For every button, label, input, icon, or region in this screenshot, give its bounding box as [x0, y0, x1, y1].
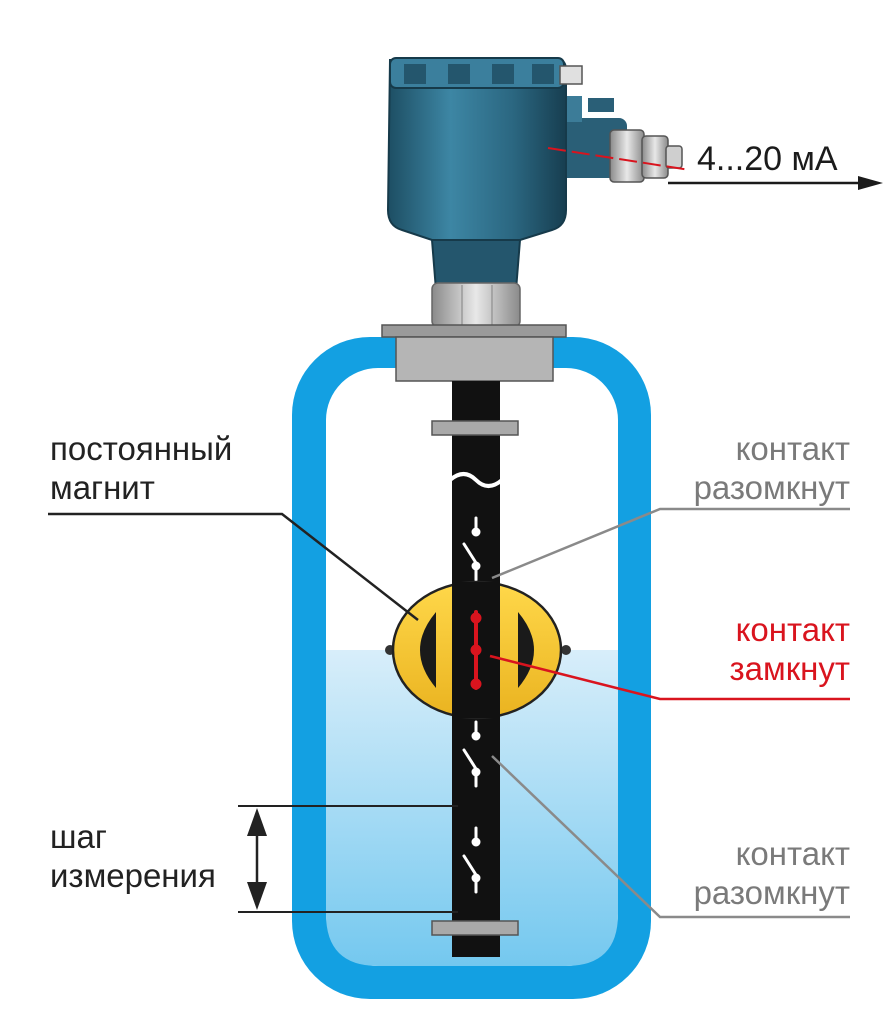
- open-bottom-label-line1: контакт: [736, 835, 850, 872]
- open-top-label-line1: контакт: [736, 430, 850, 467]
- leader-lines: [48, 507, 850, 919]
- reed-switch-closed: [470, 610, 482, 690]
- reed-switch-open-3: [462, 826, 481, 894]
- magnet-left: [420, 612, 436, 688]
- reed-switch-open-2: [462, 720, 481, 788]
- signal-label: 4...20 мА: [697, 140, 838, 178]
- leader-open-bottom: [491, 755, 850, 919]
- arrow-head: [858, 176, 883, 190]
- closed-label-line2: замкнут: [730, 650, 850, 687]
- step-label-line2: измерения: [50, 857, 216, 894]
- reed-switch-open-1: [462, 516, 481, 582]
- leader-closed: [489, 654, 850, 701]
- float: [385, 580, 571, 720]
- magnet-label-line1: постоянный: [50, 430, 232, 467]
- signal-output: 4...20 мА: [547, 140, 883, 190]
- leader-magnet: [48, 512, 419, 621]
- magnet-right: [518, 612, 534, 688]
- bottom-stop-washer: [431, 920, 519, 936]
- open-bottom-label-line2: разомкнут: [694, 874, 850, 911]
- transmitter-housing: [381, 57, 683, 382]
- measurement-step: [238, 805, 458, 913]
- open-top-label-line2: разомкнут: [694, 469, 850, 506]
- leader-open-top: [491, 507, 850, 580]
- step-label-line1: шаг: [50, 818, 107, 855]
- reed-switches: [462, 516, 481, 894]
- magnet-label-line2: магнит: [50, 469, 155, 506]
- labels: постоянный магнит контакт разомкнут конт…: [50, 430, 850, 911]
- closed-label-line1: контакт: [736, 611, 850, 648]
- top-stop-washer: [431, 420, 519, 436]
- rod-break: [448, 472, 504, 488]
